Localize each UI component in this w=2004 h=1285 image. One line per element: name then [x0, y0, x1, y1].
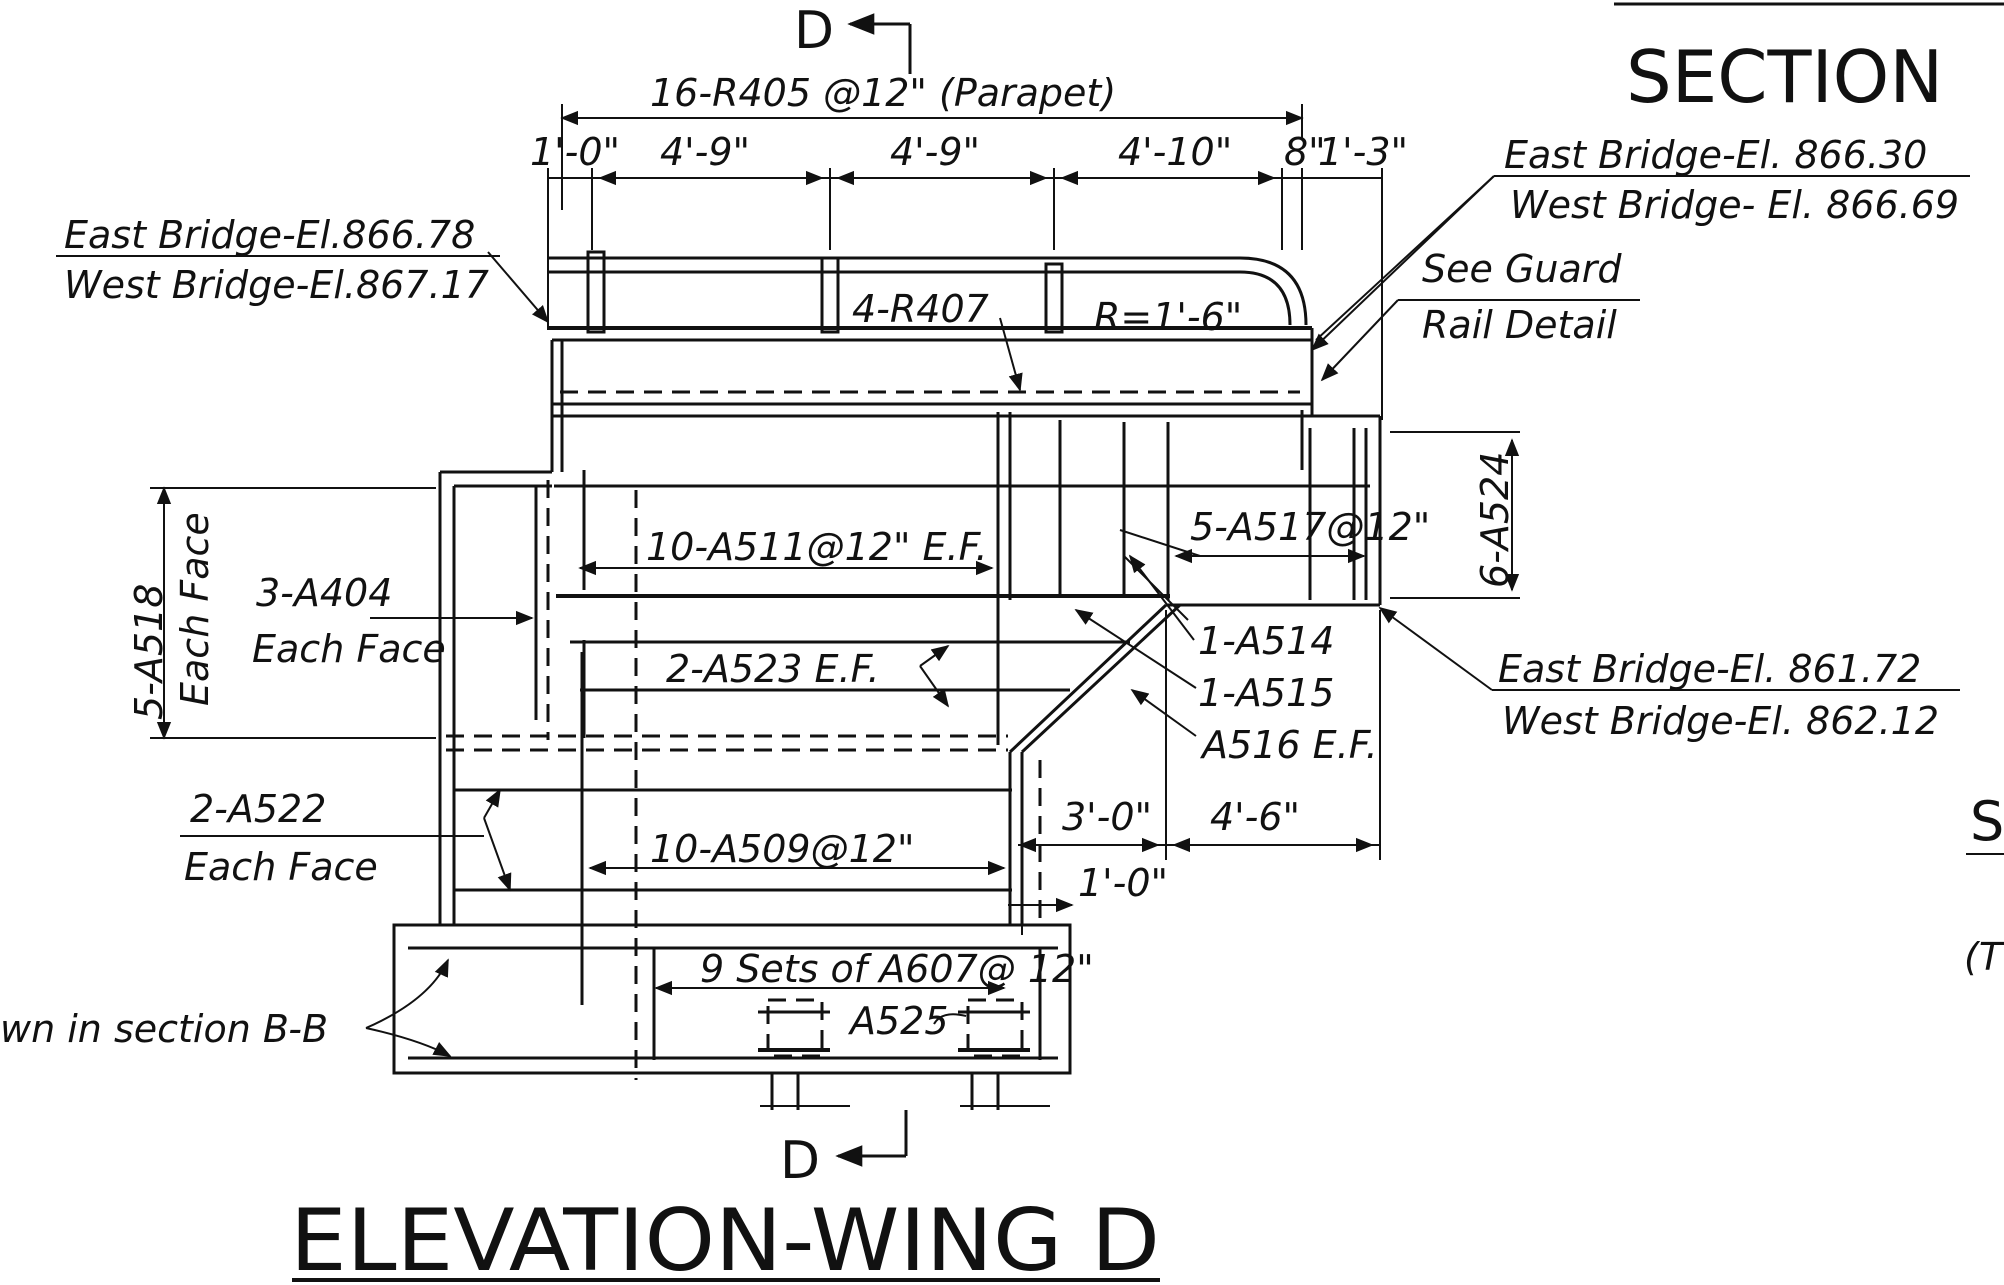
wing-dimensions: 3'-0" 4'-6" 1'-0": [150, 431, 1520, 935]
callout-a522-face: Each Face: [184, 845, 378, 889]
guard-rail: [548, 250, 1308, 334]
section-cut-bottom: D: [780, 1110, 908, 1191]
elev-mid-right-west: West Bridge-El. 862.12: [1502, 699, 1939, 743]
seg-5-label: 8": [1284, 130, 1326, 174]
callout-a517: 5-A517@12": [1190, 505, 1430, 549]
wing-4ft6-label: 4'-6": [1210, 795, 1300, 839]
elev-top-right-east: East Bridge-El. 866.30: [1504, 133, 1927, 177]
section-cut-top: D: [794, 1, 912, 74]
cut-letter-top: D: [794, 1, 834, 61]
guard-rail-note-2: Rail Detail: [1422, 303, 1617, 347]
seg-4-label: 4'-10": [1118, 130, 1232, 174]
callout-a524: 6-A524: [1473, 452, 1517, 588]
callout-a516: A516 E.F.: [1199, 723, 1378, 767]
wing-3ft-label: 3'-0": [1062, 795, 1152, 839]
callout-a404: 3-A404: [256, 571, 392, 615]
callout-a509: 10-A509@12": [650, 827, 914, 871]
right-margin-fragment-1: S: [1970, 790, 2004, 853]
callout-a404-face: Each Face: [252, 627, 446, 671]
callout-a518-face: Each Face: [173, 512, 217, 706]
callout-a607: 9 Sets of A607@ 12": [700, 947, 1094, 991]
elev-top-right-west: West Bridge- El. 866.69: [1510, 183, 1959, 227]
seg-1-label: 1'-0": [530, 130, 620, 174]
offset-1ft-label: 1'-0": [1078, 861, 1168, 905]
callout-a511: 10-A511@12" E.F.: [646, 525, 988, 569]
parapet-body: [548, 326, 1382, 605]
section-heading: SECTION: [1626, 35, 1943, 119]
leader-lines: [365, 175, 1960, 1057]
right-margin-fragment-2: (T: [1964, 935, 2004, 979]
cut-letter-bottom: D: [780, 1131, 820, 1191]
seg-6-label: 1'-3": [1318, 130, 1408, 174]
elev-top-left-west: West Bridge-El.867.17: [64, 263, 489, 307]
parapet-bars-label: 16-R405 @12" (Parapet): [650, 71, 1116, 115]
seg-3-label: 4'-9": [890, 130, 980, 174]
wing-wall: [438, 340, 1380, 1080]
drawing-title: ELEVATION-WING D: [290, 1191, 1160, 1285]
guard-rail-note-1: See Guard: [1422, 247, 1622, 291]
callout-a522: 2-A522: [190, 787, 326, 831]
footing: [392, 923, 1072, 1110]
elev-top-left-east: East Bridge-El.866.78: [64, 213, 475, 257]
callout-a514: 1-A514: [1198, 619, 1334, 663]
callout-a525: A525: [847, 999, 949, 1043]
radius-label: R=1'-6": [1094, 295, 1242, 339]
segment-dimensions: 1'-0" 4'-9" 4'-9" 4'-10" 8" 1'-3": [530, 130, 1408, 420]
callout-a515: 1-A515: [1198, 671, 1334, 715]
parapet-dimension: 16-R405 @12" (Parapet): [560, 71, 1304, 210]
seg-2-label: 4'-9": [660, 130, 750, 174]
callout-a523: 2-A523 E.F.: [666, 647, 880, 691]
callout-r407: 4-R407: [852, 287, 989, 331]
elev-mid-right-east: East Bridge-El. 861.72: [1498, 647, 1921, 691]
callout-a518: 5-A518: [127, 584, 171, 720]
callout-section-bb: wn in section B-B: [0, 1007, 328, 1051]
